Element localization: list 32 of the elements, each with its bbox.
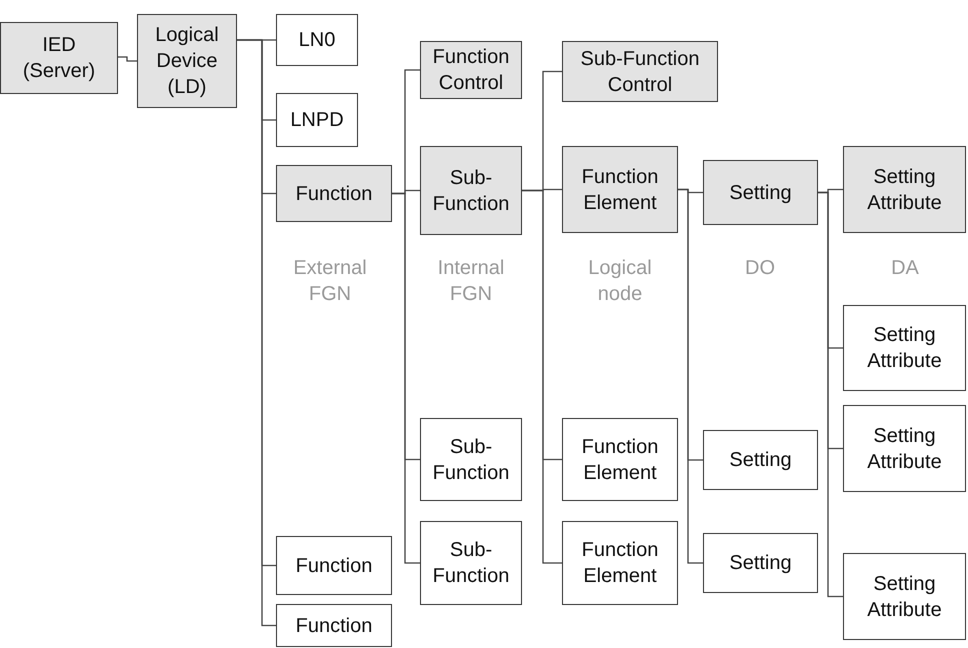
tree-box: Function Element — [562, 521, 678, 605]
tree-box: Function Element — [562, 146, 678, 233]
level-label: External FGN — [292, 256, 368, 307]
tree-box: LNPD — [276, 93, 358, 147]
tree-box: Setting — [703, 533, 818, 593]
tree-box: Function — [276, 536, 392, 595]
tree-box: Setting — [703, 160, 818, 225]
tree-box: Sub-Function Control — [562, 41, 718, 102]
tree-box: Function Control — [420, 41, 522, 99]
tree-box: Setting — [703, 430, 818, 490]
tree-box: Setting Attribute — [843, 405, 966, 492]
tree-box: Setting Attribute — [843, 553, 966, 640]
tree-box: LN0 — [276, 14, 358, 66]
tree-box: Setting Attribute — [843, 305, 966, 391]
level-label: Internal FGN — [436, 256, 506, 307]
tree-box: Sub-Function — [420, 418, 522, 501]
tree-box: Sub-Function — [420, 521, 522, 605]
connector-line — [818, 192, 843, 598]
tree-box: Function — [276, 604, 392, 647]
tree-box: Function Element — [562, 418, 678, 501]
tree-box: IED (Server) — [0, 22, 118, 94]
tree-box: Logical Device (LD) — [137, 14, 237, 108]
level-label: DO — [744, 256, 776, 281]
level-label: DA — [890, 256, 920, 281]
connector-line — [678, 188, 703, 564]
tree-box: Setting Attribute — [843, 146, 966, 233]
tree-box: Sub-Function — [420, 146, 522, 235]
connector-line — [392, 192, 420, 564]
tree-box: Function — [276, 165, 392, 222]
level-label: Logical node — [587, 256, 653, 307]
connector-line — [522, 190, 562, 564]
connector-line — [118, 56, 137, 62]
